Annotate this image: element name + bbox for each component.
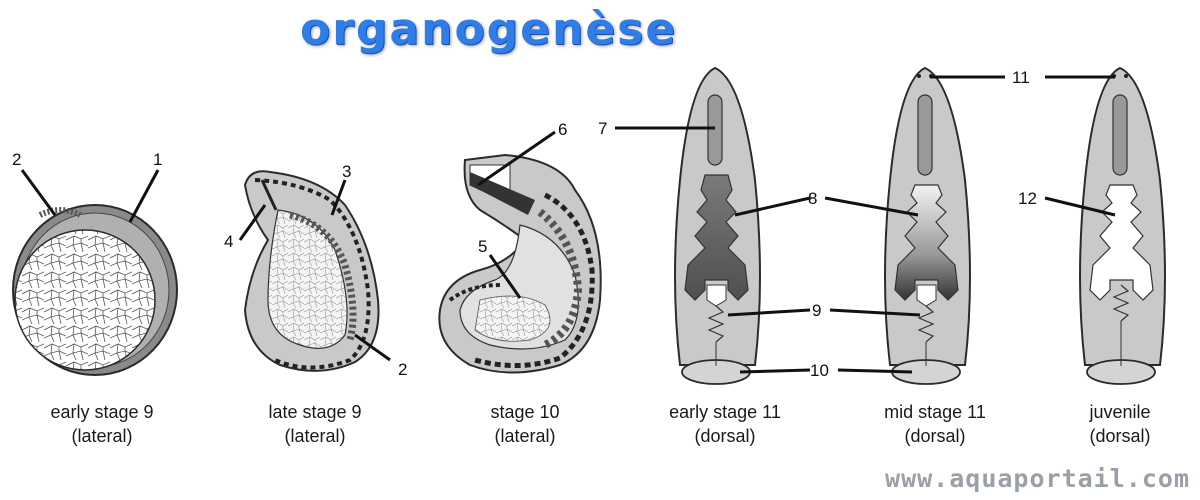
caption-stage-10: stage 10 (lateral) <box>490 402 560 446</box>
label-12: 12 <box>1018 189 1037 208</box>
embryo-stage-10 <box>438 153 602 374</box>
caption-juvenile: juvenile (dorsal) <box>1089 402 1151 446</box>
label-8: 8 <box>808 189 817 208</box>
larva-mid-stage-11 <box>884 66 971 385</box>
embryo-early-stage-9 <box>12 204 178 376</box>
caption-early-stage-9: early stage 9 (lateral) <box>50 402 154 446</box>
watermark: www.aquaportail.com <box>885 464 1190 493</box>
page-title: organogenèse <box>300 4 678 55</box>
label-3: 3 <box>342 162 351 181</box>
label-2-late: 2 <box>398 360 407 379</box>
label-9: 9 <box>812 301 821 320</box>
label-11: 11 <box>1012 68 1030 87</box>
label-6: 6 <box>558 120 567 139</box>
number-labels: 1 2 3 4 2 5 6 7 8 9 10 11 12 <box>12 68 1037 380</box>
label-2-early: 2 <box>12 150 21 169</box>
larva-early-stage-11 <box>674 66 761 385</box>
label-1: 1 <box>153 150 162 169</box>
label-4: 4 <box>224 232 233 251</box>
label-7: 7 <box>598 119 607 138</box>
embryo-late-stage-9 <box>243 170 380 372</box>
label-10: 10 <box>810 361 829 380</box>
caption-late-stage-9: late stage 9 (lateral) <box>268 402 362 446</box>
label-5: 5 <box>478 237 487 256</box>
leader-lines <box>20 75 1116 374</box>
caption-early-stage-11: early stage 11 (dorsal) <box>669 402 781 446</box>
caption-mid-stage-11: mid stage 11 (dorsal) <box>884 402 986 446</box>
juvenile-dorsal <box>1079 66 1166 385</box>
